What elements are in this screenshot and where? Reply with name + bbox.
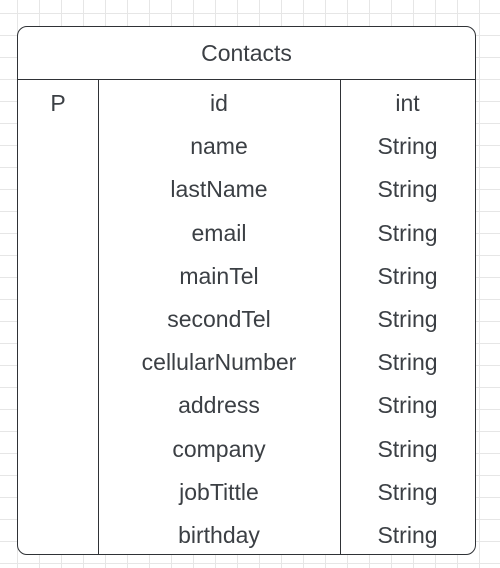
field-name: id [210,90,228,117]
entity-table-contacts[interactable]: Contacts P id int name String lastName S… [17,26,476,555]
field-row[interactable]: jobTittle String [18,471,475,514]
field-name: birthday [178,521,260,548]
field-type: String [377,521,438,548]
field-row[interactable]: lastName String [18,168,475,211]
field-name: secondTel [167,306,271,333]
field-name: name [190,133,248,160]
field-type: String [377,306,438,333]
field-name: company [172,435,266,462]
field-type: String [377,176,438,203]
field-name: mainTel [179,262,259,289]
field-row[interactable]: birthday String [18,514,475,554]
field-type: String [377,478,438,505]
field-name: lastName [170,176,268,203]
field-row[interactable]: mainTel String [18,255,475,298]
field-row[interactable]: P id int [18,82,475,125]
field-rows: P id int name String lastName String ema… [18,80,475,554]
field-type: String [377,133,438,160]
field-name: jobTittle [179,478,259,505]
field-row[interactable]: email String [18,212,475,255]
field-type: int [395,90,420,117]
field-row[interactable]: name String [18,125,475,168]
field-row[interactable]: secondTel String [18,298,475,341]
key-column-divider [98,80,99,554]
field-name: cellularNumber [141,349,297,376]
field-row[interactable]: address String [18,384,475,427]
field-row[interactable]: company String [18,428,475,471]
field-type: String [377,435,438,462]
field-type: String [377,349,438,376]
type-column-divider [340,80,341,554]
field-key: P [50,90,66,117]
field-table: P id int name String lastName String ema… [18,80,475,554]
entity-title: Contacts [18,27,475,80]
field-type: String [377,219,438,246]
field-name: email [191,219,247,246]
field-type: String [377,392,438,419]
field-type: String [377,262,438,289]
field-row[interactable]: cellularNumber String [18,341,475,384]
field-name: address [178,392,260,419]
